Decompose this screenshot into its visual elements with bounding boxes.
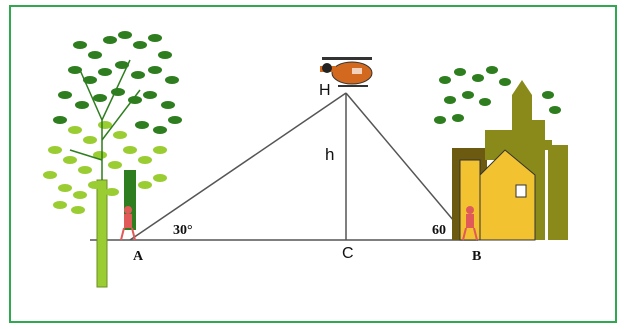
sight-line-a — [129, 92, 347, 241]
building-icon — [434, 66, 568, 241]
diagram-frame — [9, 5, 617, 323]
angle-b-label: 60 — [432, 223, 446, 238]
helicopter-icon — [320, 57, 373, 87]
label-height: h — [325, 145, 334, 164]
label-c: C — [342, 245, 354, 262]
label-h-point: H — [319, 82, 331, 99]
tree-icon — [43, 31, 182, 288]
person-icon — [462, 206, 478, 241]
angle-a-label: 30° — [173, 223, 193, 238]
person-icon — [120, 206, 136, 241]
label-b: B — [472, 249, 481, 264]
label-a: A — [133, 249, 144, 264]
sight-line-b — [345, 92, 471, 241]
